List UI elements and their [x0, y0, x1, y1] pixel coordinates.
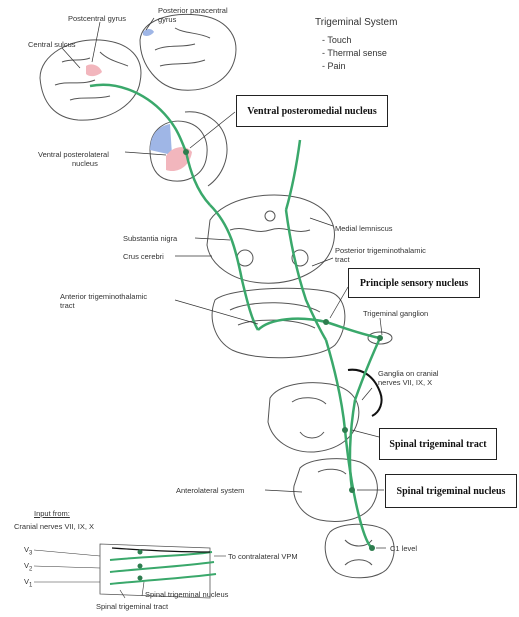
- label-anterior-tt: Anterior trigeminothalamic: [60, 292, 147, 301]
- callout-vpm: Ventral posteromedial nucleus: [236, 95, 388, 127]
- label-central-sulcus: Central sulcus: [28, 40, 76, 49]
- label-vpl: Ventral posterolateral: [38, 150, 109, 159]
- midbrain-section: [207, 195, 334, 283]
- inset-v1: V1: [24, 577, 32, 591]
- callout-spinal-nucleus: Spinal trigeminal nucleus: [385, 474, 517, 508]
- callout-spinal-tract: Spinal trigeminal tract: [379, 428, 497, 460]
- legend-item-thermal: - Thermal sense: [322, 48, 387, 59]
- inset-to-contralateral-vpm: To contralateral VPM: [228, 552, 298, 561]
- label-vpl-2: nucleus: [72, 159, 98, 168]
- inset-v2: V2: [24, 561, 32, 575]
- label-posterior-tt: Posterior trigeminothalamic: [335, 246, 426, 255]
- inset-v3: V3: [24, 545, 32, 559]
- label-trigeminal-ganglion: Trigeminal ganglion: [363, 309, 428, 318]
- thalamus: [150, 112, 227, 186]
- legend-item-touch: - Touch: [322, 35, 351, 46]
- label-ganglia-2: nerves VII, IX, X: [378, 378, 432, 387]
- inset-cranial-nerves: Cranial nerves VII, IX, X: [14, 522, 94, 531]
- inset-input-from: Input from:: [34, 509, 70, 518]
- legend-title: Trigeminal System: [315, 17, 397, 28]
- label-ganglia: Ganglia on cranial: [378, 369, 438, 378]
- inset-spinal-tract: Spinal trigeminal tract: [96, 602, 168, 611]
- label-anterolateral-system: Anterolateral system: [176, 486, 244, 495]
- label-posterior-paracentral-2: gyrus: [158, 15, 176, 24]
- medial-brain: [140, 14, 236, 90]
- label-anterior-tt-2: tract: [60, 301, 75, 310]
- label-postcentral-gyrus: Postcentral gyrus: [68, 14, 126, 23]
- inset-spinal-nucleus: Spinal trigeminal nucleus: [145, 590, 228, 599]
- callout-principal-sensory: Principle sensory nucleus: [348, 268, 480, 298]
- label-substantia-nigra: Substantia nigra: [123, 234, 177, 243]
- legend-item-pain: - Pain: [322, 61, 346, 72]
- label-crus-cerebri: Crus cerebri: [123, 252, 164, 261]
- lateral-brain: [40, 40, 141, 120]
- spinal-cord-c1-section: [325, 524, 394, 578]
- label-c1-level: C1 level: [390, 544, 417, 553]
- label-posterior-paracentral: Posterior paracentral: [158, 6, 228, 15]
- label-medial-lemniscus: Medial lemniscus: [335, 224, 393, 233]
- label-posterior-tt-2: tract: [335, 255, 350, 264]
